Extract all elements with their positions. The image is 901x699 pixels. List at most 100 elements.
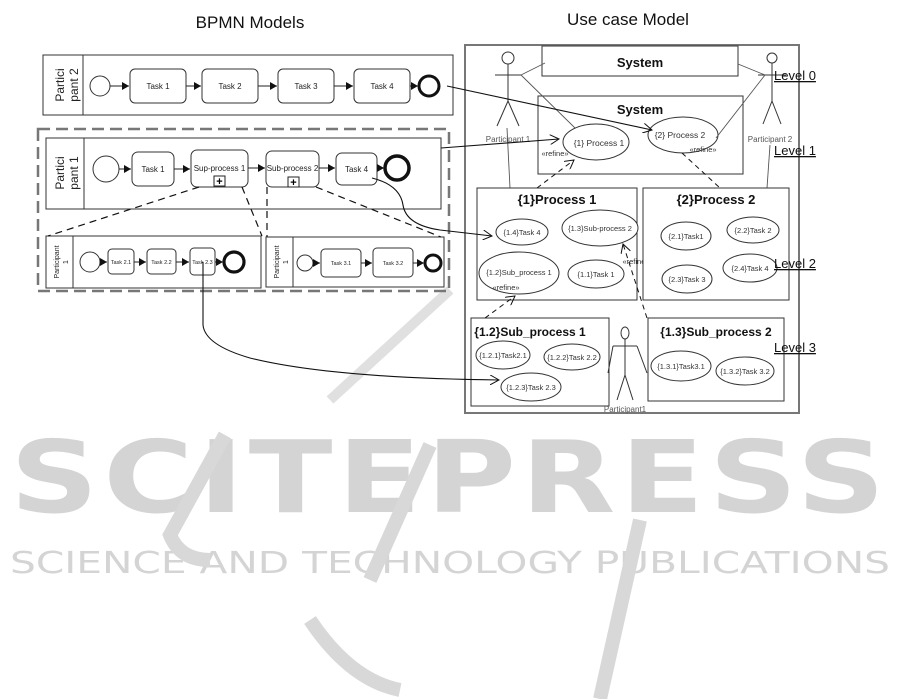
dashed-group-boundary	[36, 127, 451, 293]
use-case-1-2-1[interactable]	[475, 340, 531, 370]
use-case-label: {1.1}Task 1	[577, 270, 614, 279]
end-event[interactable]	[222, 250, 246, 274]
start-event[interactable]	[296, 254, 314, 272]
use-case-frame	[464, 44, 800, 414]
watermark-diagonal	[326, 286, 454, 404]
start-event[interactable]	[92, 155, 120, 183]
use-case-label: {1.2.3}Task 2.3	[506, 383, 556, 392]
expand-marker-icon[interactable]	[287, 176, 300, 188]
sub2-participant-label: Participant	[274, 245, 281, 278]
level-3-label: Level 3	[774, 340, 816, 355]
task-label: Task 3.2	[383, 261, 403, 267]
subprocess-1-title: {1.2}Sub_process 1	[474, 325, 586, 339]
use-case-label: {2} Process 2	[655, 130, 706, 140]
use-case-label: {1.2}Sub_process 1	[486, 268, 551, 277]
use-case-1-4[interactable]	[495, 218, 549, 246]
end-event[interactable]	[417, 74, 441, 98]
refine-label: «refine»	[622, 257, 649, 266]
refine-label: «refine»	[492, 283, 519, 292]
use-case-label: {2.3}Task 3	[668, 275, 705, 284]
watermark-swoosh-right	[593, 518, 647, 699]
level-2-label: Level 2	[774, 256, 816, 271]
level-0-label: Level 0	[774, 68, 816, 83]
use-case-process-1[interactable]	[562, 123, 630, 161]
plus-icon: +	[290, 177, 296, 189]
actor-participant-2[interactable]	[758, 52, 786, 125]
use-case-label: {1} Process 1	[574, 138, 625, 148]
task-label: Sub-process 2	[267, 164, 319, 173]
task-label: Sup-process 1	[194, 164, 246, 173]
end-event[interactable]	[423, 253, 443, 273]
watermark-small: SCIENCE AND TECHNOLOGY PUBLICATIONS	[10, 546, 890, 581]
end-event[interactable]	[383, 154, 411, 182]
start-event[interactable]	[79, 251, 101, 273]
refine-label: «refine»	[689, 145, 716, 154]
watermark-swoosh-left	[162, 431, 232, 567]
use-case-2-4[interactable]	[722, 253, 778, 283]
actor-participant-1-lower-label: Participant1	[604, 405, 647, 414]
watermark-big: SCITEPRESS	[10, 419, 890, 536]
level1-system-label: System	[617, 102, 663, 117]
use-case-2-2[interactable]	[726, 216, 780, 244]
task-label: Task 2.1	[111, 260, 131, 266]
bpmn-title: BPMN Models	[196, 13, 305, 32]
use-case-1-2-2[interactable]	[543, 343, 601, 371]
bpmn-pool-participant-1: Partici pant 1 Task 1 Sup-process 1 + Su…	[45, 137, 442, 210]
pool1-label-2: pant 1	[67, 156, 81, 190]
actor-participant-1[interactable]	[495, 51, 521, 127]
bpmn-subprocess-1-expansion: Participant 1 Task 2.1 Task 2.2 Task 2.3	[45, 235, 262, 289]
use-case-2-3[interactable]	[661, 264, 713, 294]
task-label: Task 3	[294, 82, 318, 91]
watermark-swoosh-bottom	[304, 616, 402, 697]
use-case-label: {2.2}Task 2	[734, 226, 771, 235]
sub1-participant-label-2: 1	[63, 260, 70, 264]
use-case-label: {1.2.1}Task2.1	[479, 351, 527, 360]
pool2-label-2: pant 2	[67, 68, 81, 102]
actor-participant-2-label: Participant 2	[748, 135, 793, 144]
bpmn-pool-participant-2: Partici pant 2 Task 1 Task 2 Task 3 Task…	[42, 54, 454, 116]
use-case-label: {2.4}Task 4	[731, 264, 768, 273]
mapping-arrows	[202, 85, 652, 380]
use-case-1-1[interactable]	[567, 259, 625, 289]
process-1-title: {1}Process 1	[518, 192, 597, 207]
task-label: Task 1	[146, 82, 170, 91]
use-case-2-1[interactable]	[660, 221, 712, 251]
use-case-title: Use case Model	[567, 10, 689, 29]
use-case-label: {1.2.2}Task 2.2	[547, 353, 597, 362]
expansion-connectors	[47, 186, 442, 238]
task-label: Task 4	[370, 82, 394, 91]
expand-marker-icon[interactable]	[213, 175, 226, 187]
use-case-label: {1.3.1}Task3.1	[657, 362, 705, 371]
use-case-label: {1.3}Sub-process 2	[568, 224, 632, 233]
use-case-1-2[interactable]	[478, 251, 560, 295]
actor-associations	[506, 62, 771, 189]
pool1-label-1: Partici	[53, 156, 67, 189]
sub1-participant-label: Participant	[54, 245, 61, 278]
refine-arrows	[484, 152, 721, 319]
task-label: Task 3.1	[331, 261, 351, 267]
use-case-1-3-1[interactable]	[650, 350, 712, 382]
task-label: Task 4	[345, 165, 369, 174]
use-case-1-2-3[interactable]	[500, 372, 562, 402]
start-event[interactable]	[89, 75, 111, 97]
process-2-title: {2}Process 2	[677, 192, 756, 207]
task-label: Task 2.2	[151, 260, 171, 266]
subprocess-2-title: {1.3}Sub_process 2	[660, 325, 772, 339]
sub2-participant-label-2: 1	[283, 260, 290, 264]
use-case-1-3-2[interactable]	[715, 356, 775, 386]
refine-label: «refine»	[541, 149, 568, 158]
watermark-swoosh-mid	[363, 442, 437, 583]
plus-icon: +	[216, 176, 222, 188]
bpmn-subprocess-2-expansion: Participant 1 Task 3.1 Task 3.2	[265, 236, 445, 288]
use-case-1-3[interactable]	[561, 209, 639, 247]
use-case-label: {1.4}Task 4	[503, 228, 540, 237]
level0-system-label: System	[617, 55, 663, 70]
task-label: Task 1	[141, 165, 165, 174]
actor-participant-1-label: Participant 1	[486, 135, 531, 144]
actor-participant-1-lower[interactable]	[607, 326, 648, 401]
pool2-label-1: Partici	[53, 68, 67, 101]
task-label: Task 2	[218, 82, 242, 91]
watermark: SCITEPRESS SCIENCE AND TECHNOLOGY PUBLIC…	[10, 236, 890, 699]
use-case-label: {2.1}Task1	[668, 232, 703, 241]
